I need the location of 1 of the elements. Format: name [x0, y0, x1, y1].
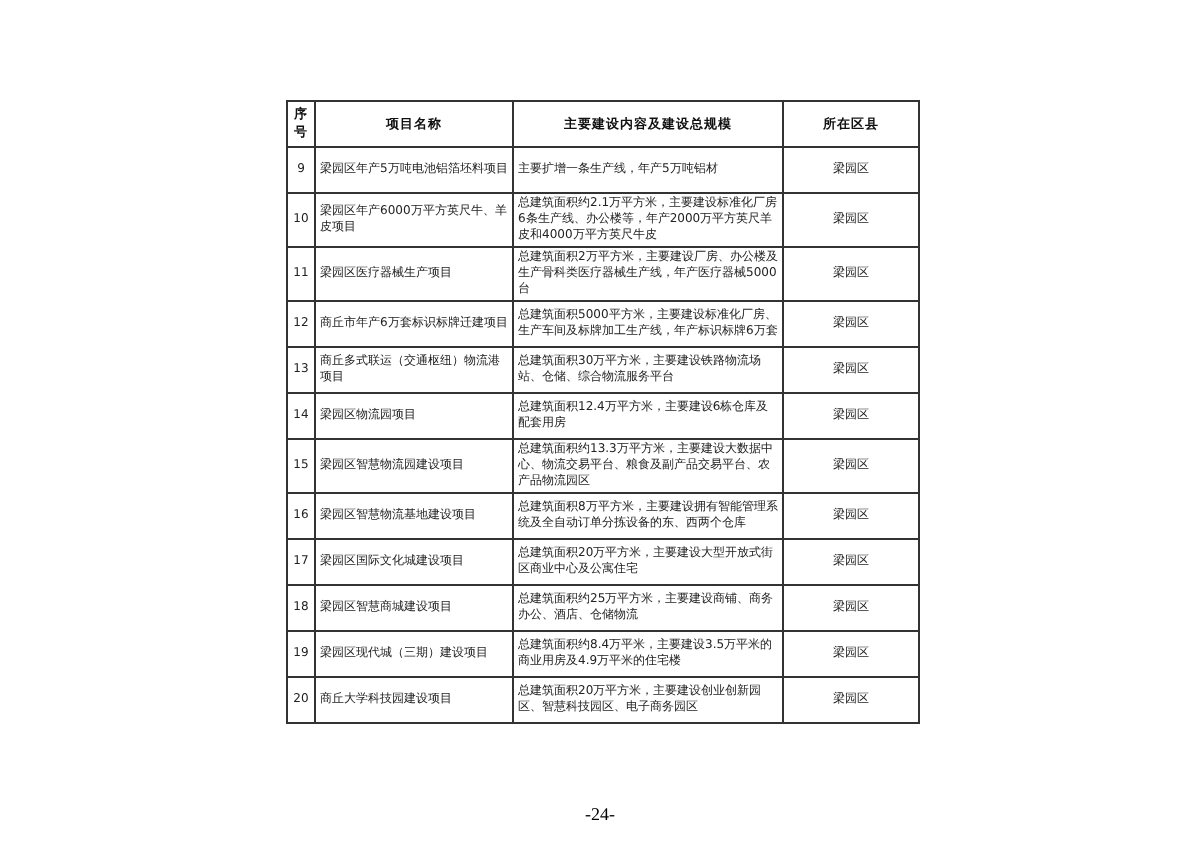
page-number: -24- [585, 804, 615, 824]
